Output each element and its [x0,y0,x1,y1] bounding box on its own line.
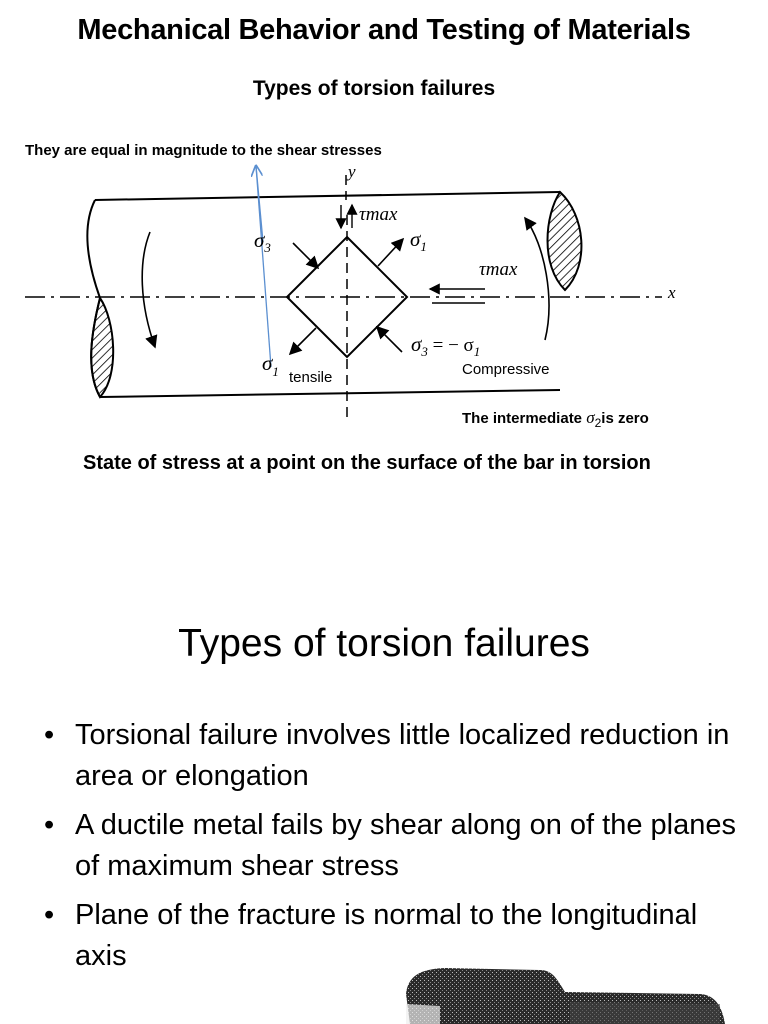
sigma1-upper-label: σ1 [410,227,427,254]
sigma3-left-arrow [292,242,320,270]
y-axis: y [345,162,356,420]
left-twist-arrow [141,231,158,349]
y-axis-label: y [346,162,356,181]
compressive-label: Compressive [462,361,550,378]
diagram-caption: State of stress at a point on the surfac… [83,452,651,474]
fracture-photo [406,968,725,1024]
sigma1-upper-arrow [377,237,405,267]
sigma1-lower-label: σ1 [262,351,279,379]
sigma1-lower-arrow [288,327,317,356]
tau-max-right-label: τmax [479,259,518,280]
tau-max-top-label: τmax [359,204,398,225]
bullet-item: •Plane of the fracture is normal to the … [44,895,744,977]
slide2-title: Types of torsion failures [178,622,590,665]
sigma3-right-arrow [375,325,403,353]
stress-element [285,235,409,359]
bullet-item: •A ductile metal fails by shear along on… [44,805,744,887]
sigma3-equation-label: σ3 = − σ1 [411,332,480,359]
bullet-dot: • [44,719,55,751]
slide-title: Mechanical Behavior and Testing of Mater… [77,14,691,46]
x-axis: x [25,283,676,302]
x-axis-label: x [667,283,676,302]
tensile-label: tensile [289,369,332,386]
bullet-list: •Torsional failure involves little local… [44,715,744,985]
leader-lines [256,166,272,368]
slide-heading: Types of torsion failures [252,77,496,100]
right-section-hatch [546,190,583,292]
bullet-dot: • [44,899,55,931]
bullet-dot: • [44,809,55,841]
right-twist-arrow [524,216,550,341]
equal-magnitude-note: They are equal in magnitude to the shear… [25,142,382,159]
torsion-stress-diagram: x y τmax τmax σ1 σ3 σ1 σ3 = − σ1 tensile… [25,162,676,420]
sigma2-note: The intermediate σ2is zero [462,408,649,430]
left-section-hatch [90,295,115,399]
bullet-item: •Torsional failure involves little local… [44,715,744,797]
sigma3-left-label: σ3 [254,228,271,255]
